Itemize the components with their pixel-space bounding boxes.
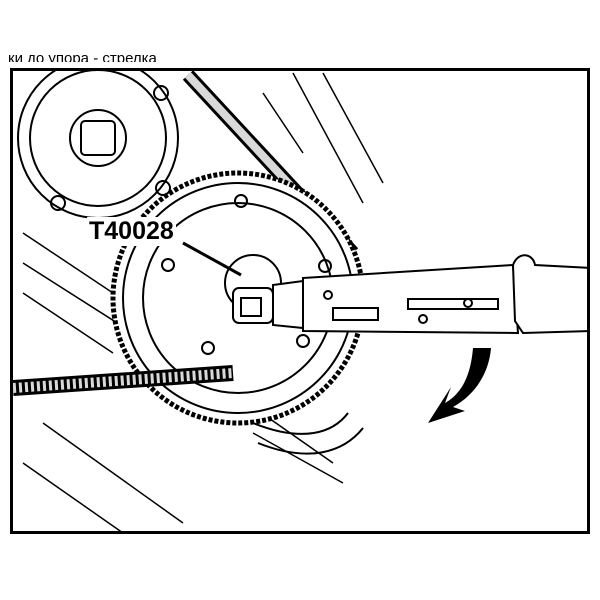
engine-illustration <box>13 71 587 531</box>
curved-arrow-icon <box>428 348 491 423</box>
torque-wrench <box>232 254 587 335</box>
caption-text: ки до упора - стрелка <box>8 50 157 62</box>
tool-label: T40028 <box>87 217 176 246</box>
illustration-frame: T40028 <box>10 68 590 534</box>
upper-pulley <box>17 71 179 219</box>
